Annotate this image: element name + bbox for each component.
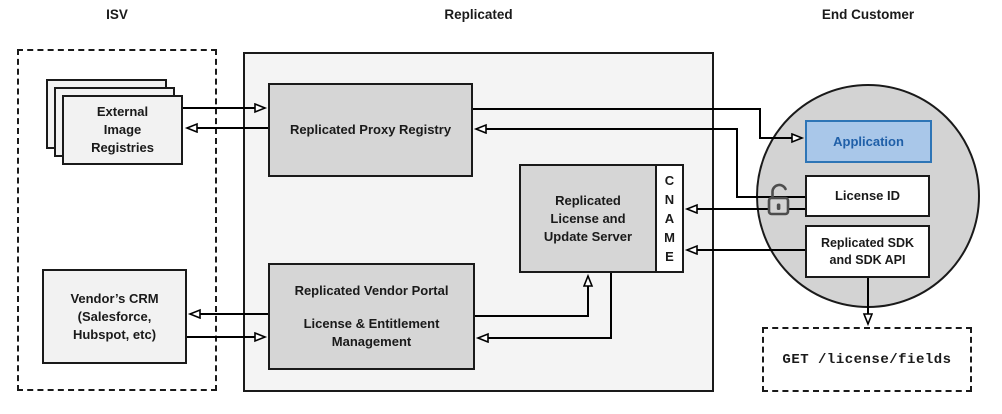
- vendor-portal-title: Replicated Vendor Portal: [294, 283, 449, 298]
- replicated-sdk-line: and SDK API: [829, 252, 906, 267]
- external-image-registries-line: Image: [103, 122, 142, 137]
- cname-letter: E: [665, 249, 674, 264]
- cname-letter: A: [664, 211, 675, 226]
- cname-letter: M: [664, 230, 675, 245]
- cname-letter: C: [664, 173, 675, 188]
- vendor-portal-line: Management: [331, 334, 412, 349]
- external-image-registries-line: External: [96, 104, 149, 119]
- edge-portal-to-license-server: [475, 276, 588, 317]
- isv-boundary-box: [17, 49, 217, 391]
- external-image-registries-line: Registries: [91, 140, 154, 155]
- vendors-crm-line: Hubspot, etc): [72, 326, 157, 342]
- proxy-registry-box: Replicated Proxy Registry: [268, 83, 473, 177]
- section-label-replicated: Replicated: [444, 7, 513, 22]
- cname-letter: N: [664, 192, 675, 207]
- edge-proxy-to-application: [473, 108, 802, 138]
- license-id-label: License ID: [834, 188, 901, 203]
- section-label-isv: ISV: [106, 7, 128, 22]
- vendor-portal-line: License & Entitlement: [303, 316, 440, 331]
- open-padlock-icon: [767, 183, 790, 216]
- license-update-server-line: License and: [550, 210, 626, 226]
- proxy-registry-label: Replicated Proxy Registry: [289, 122, 452, 137]
- license-id-box: License ID: [805, 175, 930, 217]
- application-label: Application: [833, 133, 904, 149]
- external-image-registries-box: External Image Registries: [62, 95, 183, 165]
- vendor-portal-box: Replicated Vendor Portal License & Entit…: [268, 263, 475, 370]
- vendors-crm-box: Vendor’s CRM (Salesforce, Hubspot, etc): [42, 269, 187, 364]
- license-update-server-line: Replicated: [555, 192, 621, 208]
- license-update-server-box: Replicated License and Update Server: [519, 164, 657, 273]
- vendors-crm-line: (Salesforce,: [77, 308, 152, 324]
- license-update-server-line: Update Server: [543, 228, 633, 244]
- get-license-fields-label: GET /license/fields: [782, 351, 952, 368]
- replicated-sdk-line: Replicated SDK: [820, 235, 915, 250]
- application-box: Application: [805, 120, 932, 163]
- vendors-crm-line: Vendor’s CRM: [70, 290, 159, 306]
- get-license-fields-box: GET /license/fields: [762, 327, 972, 392]
- edge-license-server-to-portal: [478, 273, 612, 338]
- replicated-sdk-box: Replicated SDK and SDK API: [805, 225, 930, 278]
- cname-strip: C N A M E: [655, 164, 684, 273]
- section-label-end-customer: End Customer: [821, 7, 915, 22]
